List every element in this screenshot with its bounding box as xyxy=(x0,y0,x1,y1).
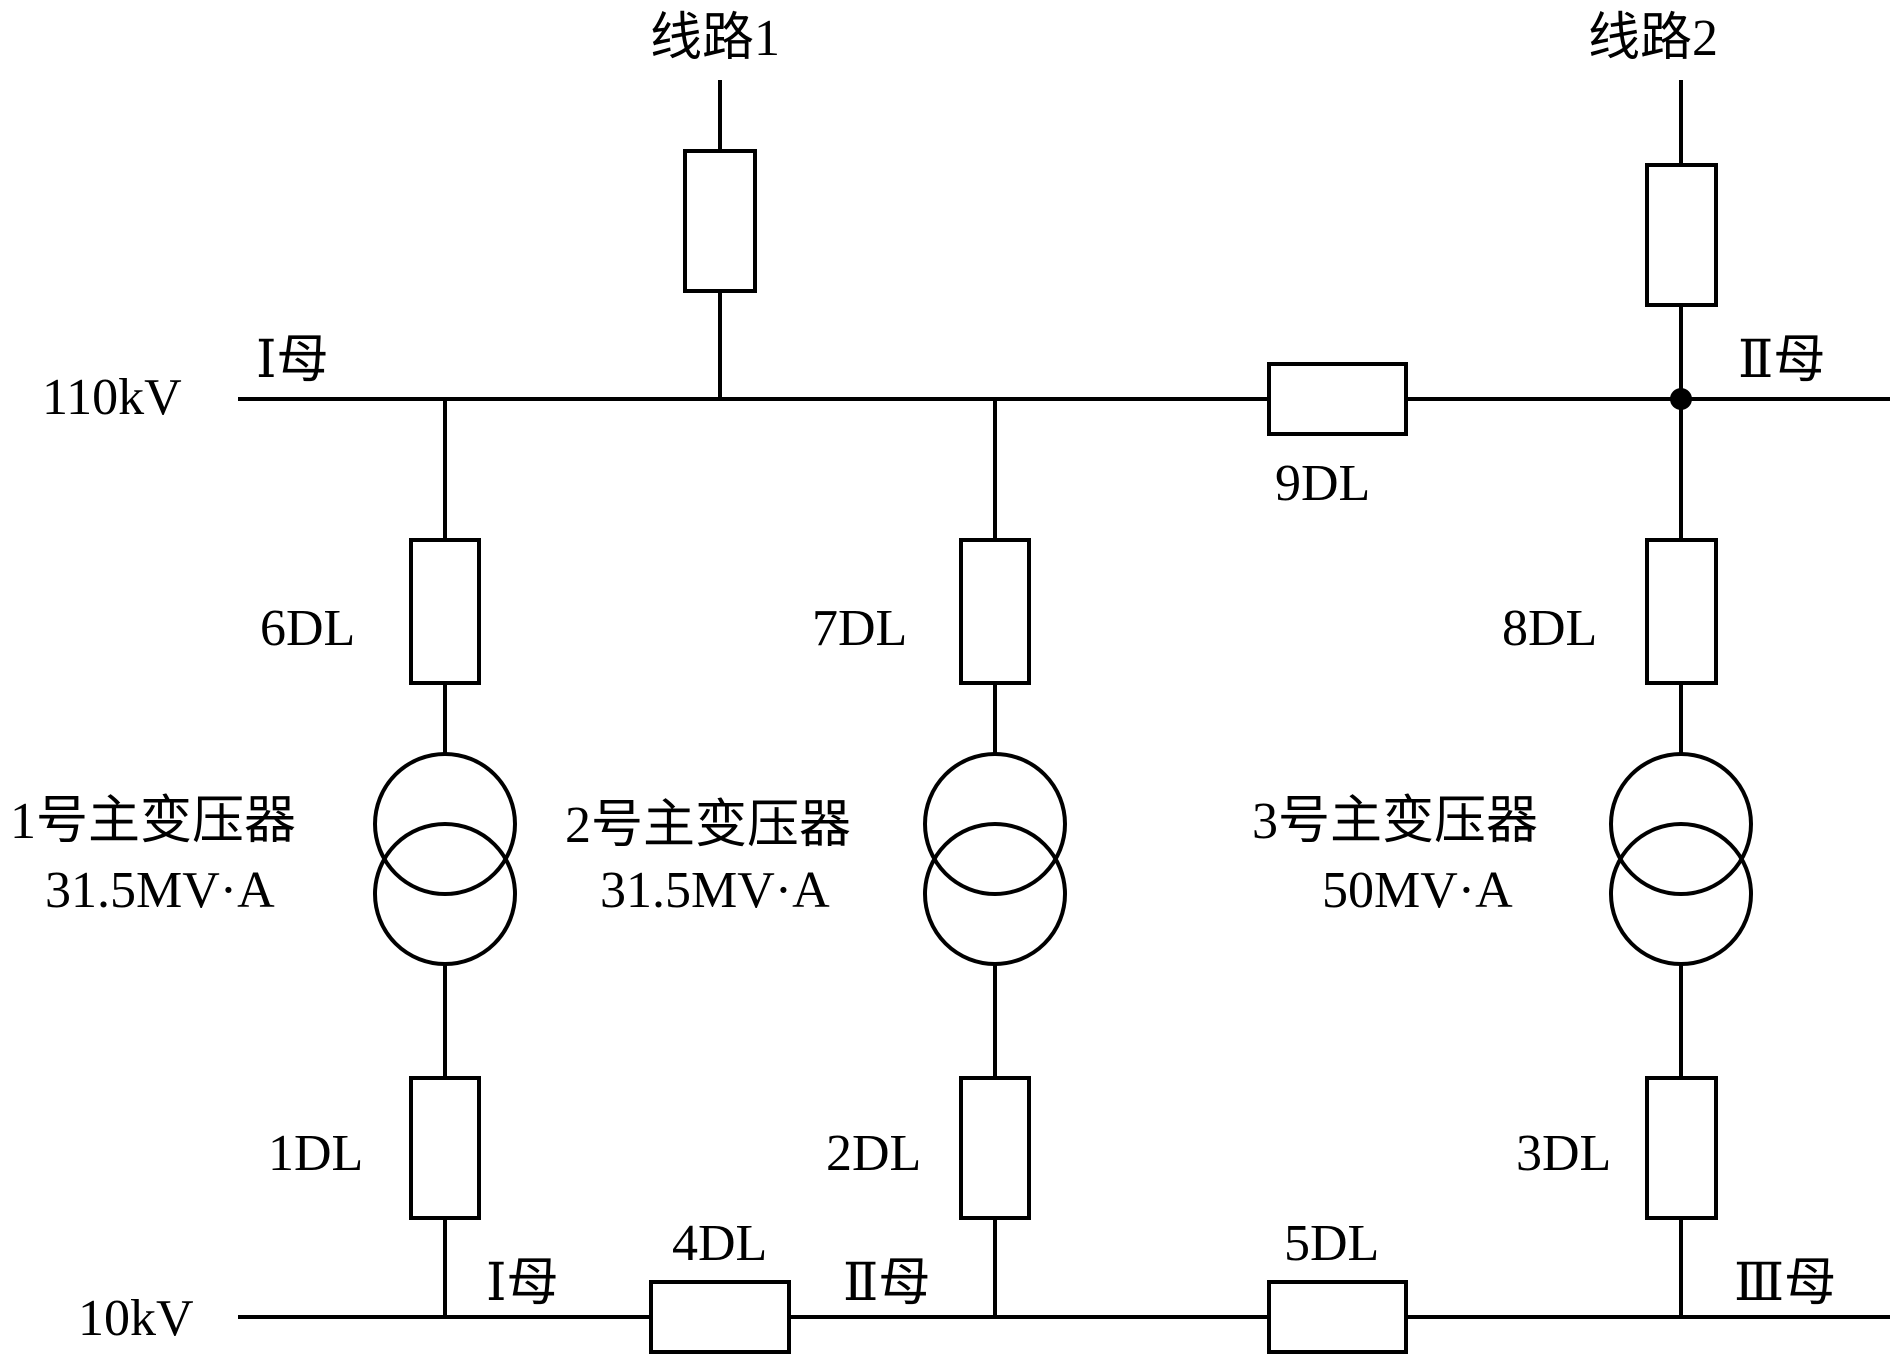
breaker-2dl[interactable] xyxy=(959,1076,1031,1220)
hv-bus-section-1-label: Ⅰ母 xyxy=(256,332,329,389)
transformer-2-name: 2号主变压器 xyxy=(565,797,851,854)
breaker-9dl[interactable] xyxy=(1267,362,1408,436)
line1-label: 线路1 xyxy=(650,10,780,67)
bay-transformer-2: 7DL 2号主变压器 31.5MV·A 2DL xyxy=(565,399,1067,1317)
lv-bus-voltage-label: 10kV xyxy=(78,1290,194,1347)
transformer-2-rating: 31.5MV·A xyxy=(600,862,830,919)
breaker-6dl[interactable] xyxy=(409,538,481,685)
breaker-4dl-label: 4DL xyxy=(672,1215,767,1272)
transformer-3-hv-winding xyxy=(1609,752,1753,896)
breaker-8dl-label: 8DL xyxy=(1502,600,1597,657)
line2-label: 线路2 xyxy=(1588,10,1718,67)
breaker-8dl[interactable] xyxy=(1645,538,1718,685)
lv-bus-section-1-label: Ⅰ母 xyxy=(486,1255,559,1312)
breaker-5dl-label: 5DL xyxy=(1284,1215,1379,1272)
transformer-2-hv-winding xyxy=(923,752,1067,896)
breaker-1dl-label: 1DL xyxy=(268,1125,363,1182)
breaker-2dl-label: 2DL xyxy=(826,1125,921,1182)
breaker-7dl-label: 7DL xyxy=(812,600,907,657)
breaker-7dl[interactable] xyxy=(959,538,1031,685)
breaker-9dl-label: 9DL xyxy=(1275,455,1370,512)
breaker-5dl[interactable] xyxy=(1267,1280,1408,1354)
breaker-3dl-label: 3DL xyxy=(1516,1125,1611,1182)
bay-transformer-1: 6DL 1号主变压器 31.5MV·A 1DL xyxy=(10,399,517,1317)
breaker-4dl[interactable] xyxy=(649,1280,791,1354)
transformer-3-name: 3号主变压器 xyxy=(1252,793,1538,850)
breaker-3dl[interactable] xyxy=(1645,1076,1718,1220)
transformer-3-rating: 50MV·A xyxy=(1322,862,1513,919)
lv-bus-section-3-label: Ⅲ母 xyxy=(1734,1255,1836,1312)
line2-breaker[interactable] xyxy=(1645,163,1718,307)
breaker-1dl[interactable] xyxy=(409,1076,481,1220)
transformer-1-name: 1号主变压器 xyxy=(10,793,296,850)
lv-bus-section-2-label: Ⅱ母 xyxy=(843,1255,930,1312)
breaker-6dl-label: 6DL xyxy=(260,600,355,657)
line1-breaker[interactable] xyxy=(683,149,757,293)
hv-bus-voltage-label: 110kV xyxy=(42,369,182,426)
bay-transformer-3: 8DL 3号主变压器 50MV·A 3DL xyxy=(1252,399,1753,1317)
transformer-1-rating: 31.5MV·A xyxy=(45,862,275,919)
hv-bus-section-2-label: Ⅱ母 xyxy=(1738,332,1825,389)
transformer-1-hv-winding xyxy=(373,752,517,896)
